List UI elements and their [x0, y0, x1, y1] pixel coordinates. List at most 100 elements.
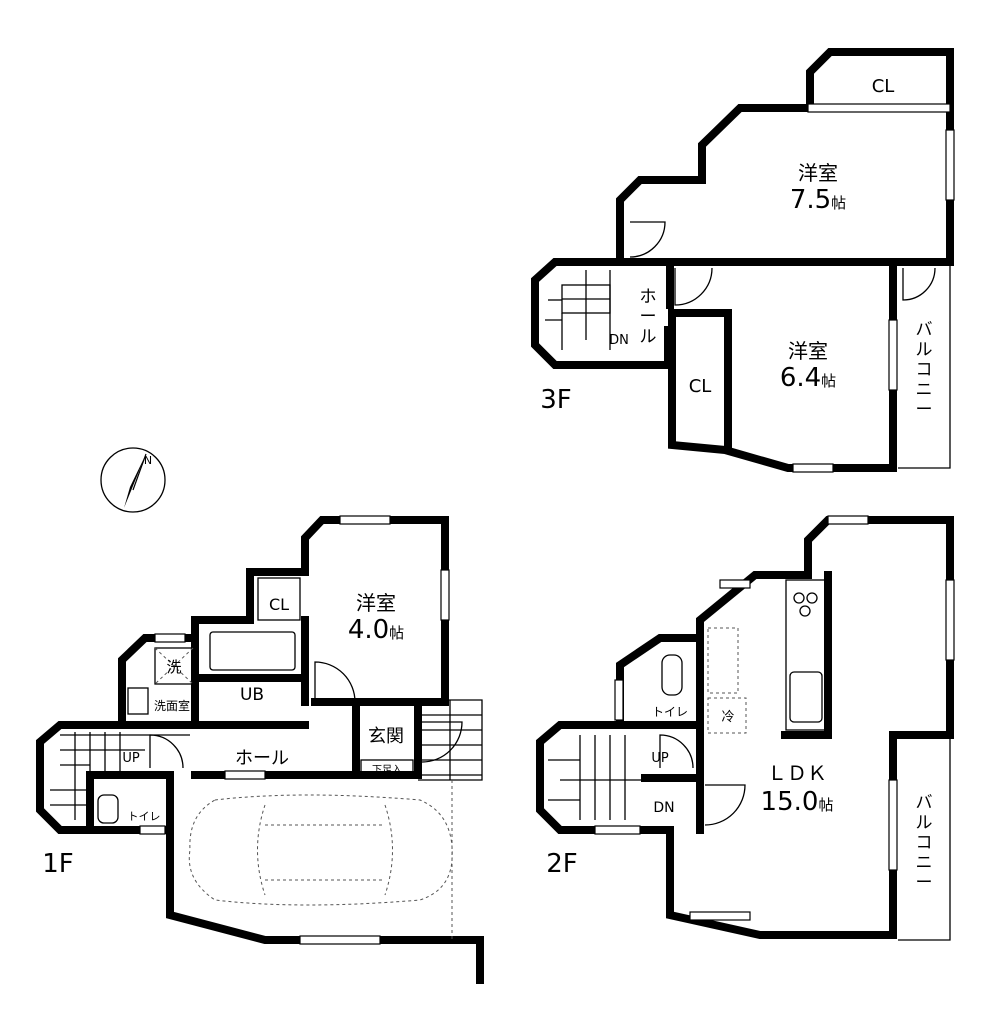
2f-window	[827, 515, 869, 525]
2f-floor-label: 2F	[546, 849, 578, 879]
3f-cl-top-label: CL	[872, 76, 895, 97]
2f-balcony-char: ー	[916, 873, 933, 893]
2f-window	[719, 579, 751, 589]
1f-getabako	[360, 759, 414, 776]
1f-toilet-icon	[97, 794, 119, 824]
2f-stove-icon	[793, 592, 805, 604]
2f-balcony-char: ル	[916, 813, 933, 833]
1f-garage-wall	[86, 771, 484, 984]
3f-balcony-char: コ	[916, 360, 933, 380]
2f-window	[594, 825, 641, 835]
3f-door	[674, 267, 713, 306]
2f-door	[704, 784, 746, 826]
1f-up-label: UP	[122, 751, 140, 766]
2f-window	[888, 779, 898, 871]
1f-floor-label: 1F	[42, 849, 74, 879]
3f-floor-label: 3F	[540, 385, 572, 415]
2f-door	[659, 734, 694, 769]
compass-north-label: N	[144, 454, 152, 467]
1f-genkan-label: 玄関	[368, 726, 404, 747]
2f-balcony-char: ニ	[916, 853, 933, 873]
1f-approach	[418, 699, 483, 781]
2f-balcony-char: コ	[916, 833, 933, 853]
3f-balcony-char: バ	[916, 320, 933, 340]
1f-door	[314, 661, 356, 703]
3f-balcony-char: ル	[916, 340, 933, 360]
2f-kitchen-counter	[785, 579, 827, 731]
1f-window	[224, 770, 266, 780]
1f-hall-wall	[191, 698, 422, 779]
1f-closet	[257, 577, 301, 621]
2f-stove-icon	[806, 592, 818, 604]
1f-car-icon	[188, 794, 453, 906]
1f-washer	[154, 647, 194, 685]
2f-window	[945, 579, 955, 661]
1f-toilet-label: トイレ	[128, 810, 161, 823]
1f-sink	[127, 687, 149, 715]
3f-door	[902, 267, 936, 301]
floor-2f: ＬＤＫ 15.0帖 トイレ 冷 UP DN バ ル コ ニ ー 2F	[536, 515, 955, 941]
1f-cl-label: CL	[269, 595, 289, 614]
3f-youshitsu-a-label: 洋室	[798, 161, 838, 185]
2f-ldk-label: ＬＤＫ	[767, 761, 827, 785]
floor-3f: CL 洋室 7.5帖 洋室 6.4帖 CL ホ ー ル DN バ ル コ ニ ー…	[531, 48, 955, 473]
1f-wash-label: 洗	[166, 658, 181, 676]
1f-door	[149, 734, 184, 769]
1f-window	[339, 515, 391, 525]
1f-window	[154, 633, 186, 643]
2f-shelf	[707, 627, 739, 694]
1f-youshitsu-label: 洋室	[356, 591, 396, 615]
3f-stair-wall	[531, 258, 672, 369]
3f-balcony-outline	[898, 261, 951, 469]
1f-stairs	[50, 732, 190, 820]
1f-hall-label: ホール	[235, 748, 289, 769]
3f-lower-wall	[666, 258, 897, 472]
3f-hall-char: ル	[640, 327, 657, 347]
3f-cl-side-label: CL	[689, 376, 712, 397]
3f-youshitsu-b-label: 洋室	[788, 339, 828, 363]
2f-toilet-label: トイレ	[652, 705, 688, 719]
3f-dn-label: DN	[609, 333, 629, 348]
3f-window	[792, 463, 834, 473]
3f-stairs	[545, 270, 611, 350]
floor-1f: 洋室 4.0帖 CL 洗 洗面室 UB ホール 玄関 下足入 UP トイレ 1F	[36, 515, 484, 984]
3f-window	[807, 103, 951, 113]
1f-getabako-label: 下足入	[372, 764, 402, 776]
1f-bath-wall	[118, 616, 309, 729]
1f-window	[299, 935, 381, 945]
1f-senmenshitsu-label: 洗面室	[154, 698, 190, 713]
3f-balcony-char: ー	[916, 400, 933, 420]
3f-window	[888, 319, 898, 391]
1f-door	[421, 721, 463, 763]
1f-washer-mark	[154, 647, 194, 685]
3f-youshitsu-a-size: 7.5帖	[790, 185, 846, 215]
1f-window	[139, 825, 166, 835]
2f-sink-icon	[789, 671, 823, 723]
2f-window	[689, 911, 751, 921]
2f-rei-label: 冷	[721, 710, 734, 725]
3f-youshitsu-b-size: 6.4帖	[780, 363, 836, 393]
2f-balcony-outline	[898, 734, 951, 941]
1f-youshitsu-size: 4.0帖	[348, 615, 404, 645]
1f-outer-wall	[36, 516, 449, 834]
3f-hall-char: ホ	[640, 287, 657, 307]
2f-stairs	[548, 735, 690, 820]
2f-ldk-size: 15.0帖	[761, 787, 834, 817]
3f-outer-wall	[616, 48, 954, 266]
2f-up-label: UP	[651, 751, 669, 766]
1f-window	[440, 569, 450, 621]
2f-toilet-icon	[661, 654, 683, 696]
1f-ub-label: UB	[240, 685, 264, 705]
2f-fridge	[707, 697, 747, 734]
2f-window	[614, 679, 624, 721]
3f-balcony-char: ニ	[916, 380, 933, 400]
1f-bathtub	[209, 631, 296, 671]
2f-stove-icon	[799, 605, 811, 617]
2f-dn-label: DN	[653, 800, 674, 816]
2f-inner-wall	[616, 571, 832, 834]
compass-icon: N	[100, 447, 166, 513]
3f-window	[945, 129, 955, 201]
3f-door	[629, 221, 666, 258]
2f-balcony-char: バ	[916, 793, 933, 813]
